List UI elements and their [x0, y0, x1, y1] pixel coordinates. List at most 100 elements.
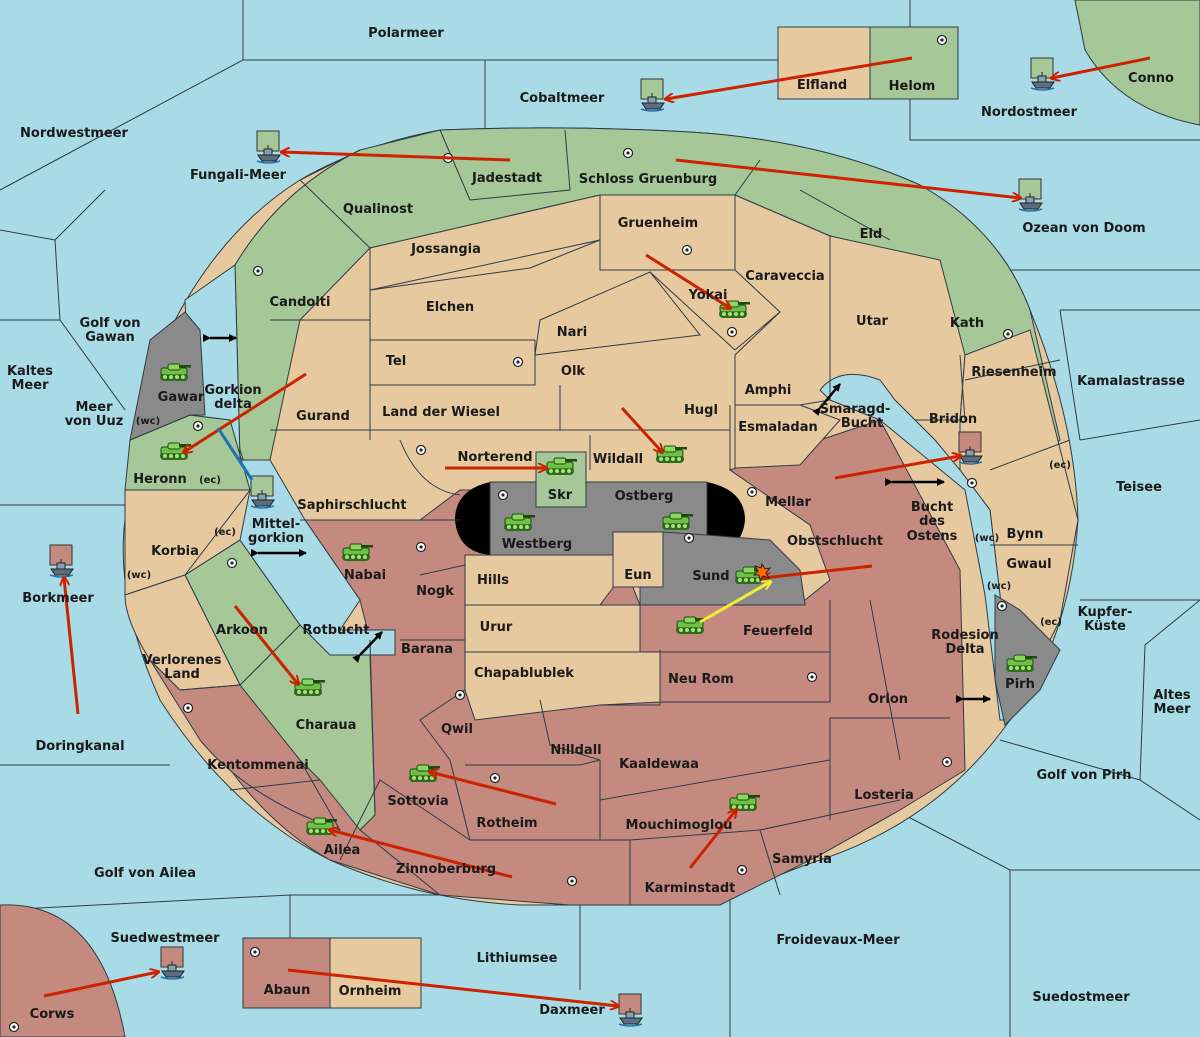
label-kupfer-1: Kupfer- — [1078, 605, 1133, 620]
inner-regions — [124, 194, 1079, 722]
label-kamala: Kamalastrasse — [1077, 374, 1185, 389]
label-zinnober: Zinnoberburg — [396, 862, 496, 877]
label-neurom: Neu Rom — [668, 672, 734, 687]
adjacency-arrows — [203, 334, 991, 703]
label-golfpirh: Golf von Pirh — [1036, 768, 1131, 783]
label-golfgawan-2: Gawan — [85, 330, 134, 345]
label-suedost: Suedostmeer — [1032, 990, 1130, 1005]
elfland-territory[interactable] — [777, 26, 871, 100]
label-chapa: Chapablublek — [474, 666, 574, 681]
internal-borders — [179, 129, 1078, 905]
label-borkmeer: Borkmeer — [22, 591, 94, 606]
label-charaua: Charaua — [296, 718, 357, 733]
fleet-fungali[interactable] — [256, 130, 281, 164]
label-barana: Barana — [401, 642, 453, 657]
label-kaaldewaa: Kaaldewaa — [619, 757, 699, 772]
label-bridon: Bridon — [929, 412, 977, 427]
label-gawar-wc: (wc) — [136, 416, 160, 427]
label-nilldall: Nilldall — [550, 743, 601, 758]
label-gwaul: Gwaul — [1006, 557, 1051, 572]
label-hugl: Hugl — [684, 403, 718, 418]
label-qualinost: Qualinost — [343, 202, 413, 217]
label-korbia-ec: (ec) — [214, 527, 236, 538]
ornheim-territory[interactable] — [329, 937, 422, 1009]
corws-territory[interactable] — [0, 904, 126, 1037]
label-obstschlucht: Obstschlucht — [787, 534, 883, 549]
label-yokai: Yokai — [687, 288, 727, 303]
label-doring: Doringkanal — [35, 739, 124, 754]
label-nordwestmeer: Nordwestmeer — [20, 126, 128, 141]
label-landwiesel: Land der Wiesel — [382, 405, 500, 420]
label-verloren-2: Land — [164, 667, 200, 682]
label-suedwest: Suedwestmeer — [110, 931, 220, 946]
label-kupfer-2: Küste — [1084, 619, 1126, 634]
label-mittel-2: gorkion — [248, 531, 304, 546]
label-golfgawan-1: Golf von — [80, 316, 141, 331]
labels: Polarmeer Cobaltmeer Elfland Helom Conno… — [7, 26, 1191, 1022]
label-gurand: Gurand — [296, 409, 350, 424]
fleet-suedwestmeer[interactable] — [160, 946, 185, 980]
label-karmin: Karminstadt — [645, 881, 736, 896]
label-nari: Nari — [557, 325, 588, 340]
label-arkoon: Arkoon — [216, 623, 268, 638]
supply-centers — [8, 34, 1014, 1033]
label-amphi: Amphi — [745, 383, 792, 398]
label-urur: Urur — [480, 620, 513, 635]
label-eld: Eld — [860, 227, 883, 242]
label-corws: Corws — [30, 1007, 75, 1022]
battle-marker — [752, 562, 772, 582]
label-mittel-1: Mittel- — [252, 517, 301, 532]
label-verloren-1: Verlorenes — [142, 653, 221, 668]
label-jadestadt: Jadestadt — [471, 171, 542, 186]
label-helom: Helom — [889, 79, 936, 94]
label-ostberg: Ostberg — [615, 489, 674, 504]
label-olk: Olk — [561, 364, 586, 379]
label-smaragd-2: Bucht — [841, 416, 883, 431]
label-gawar: Gawar — [158, 390, 205, 405]
label-ornheim: Ornheim — [339, 984, 402, 999]
label-golfailea: Golf von Ailea — [94, 866, 196, 881]
label-gruenheim: Gruenheim — [618, 216, 698, 231]
label-bynn: Bynn — [1007, 527, 1044, 542]
label-gorkion-2: delta — [214, 397, 252, 412]
fleet-nordostmeer[interactable] — [1030, 57, 1055, 91]
label-daxmeer: Daxmeer — [539, 1003, 605, 1018]
label-conno: Conno — [1128, 71, 1174, 86]
label-qwil: Qwil — [441, 722, 473, 737]
label-bucht-3: Ostens — [907, 529, 958, 544]
label-tel: Tel — [386, 354, 406, 369]
label-froidevaux: Froidevaux-Meer — [776, 933, 900, 948]
label-polarmeer: Polarmeer — [368, 26, 444, 41]
label-gorkion-1: Gorkion — [204, 383, 261, 398]
label-ailea: Ailea — [324, 843, 361, 858]
label-nogk: Nogk — [416, 584, 454, 599]
label-westberg: Westberg — [502, 537, 572, 552]
inland-seas — [184, 264, 1011, 721]
label-rodesion-1: Rodesion — [931, 628, 998, 643]
label-korbia: Korbia — [151, 544, 199, 559]
label-samyria: Samyria — [772, 852, 832, 867]
label-uuz-1: Meer — [76, 400, 114, 415]
fleet-mittelgorkion[interactable] — [250, 475, 275, 509]
label-nordostmeer: Nordostmeer — [981, 105, 1078, 120]
label-saphir: Saphirschlucht — [297, 498, 406, 513]
fleet-daxmeer[interactable] — [618, 993, 643, 1027]
fleet-ozean[interactable] — [1018, 178, 1043, 212]
label-skr: Skr — [548, 488, 573, 503]
label-mellar: Mellar — [765, 495, 811, 510]
label-rotheim: Rotheim — [476, 816, 537, 831]
label-heronn: Heronn — [133, 472, 187, 487]
label-fungali: Fungali-Meer — [190, 168, 287, 183]
label-teisee: Teisee — [1116, 480, 1162, 495]
fleet-cobaltmeer[interactable] — [640, 78, 665, 112]
label-losteria: Losteria — [854, 788, 914, 803]
label-eun: Eun — [624, 568, 651, 583]
label-esmaladan: Esmaladan — [738, 420, 818, 435]
label-bucht-2: des — [919, 514, 945, 529]
label-schloss: Schloss Gruenburg — [579, 172, 717, 187]
label-riesenheim: Riesenheim — [971, 365, 1056, 380]
fleet-borkmeer[interactable] — [49, 544, 74, 578]
label-elchen: Elchen — [426, 300, 474, 315]
label-altes-2: Meer — [1154, 702, 1192, 717]
fleet-bridon[interactable] — [958, 431, 983, 465]
